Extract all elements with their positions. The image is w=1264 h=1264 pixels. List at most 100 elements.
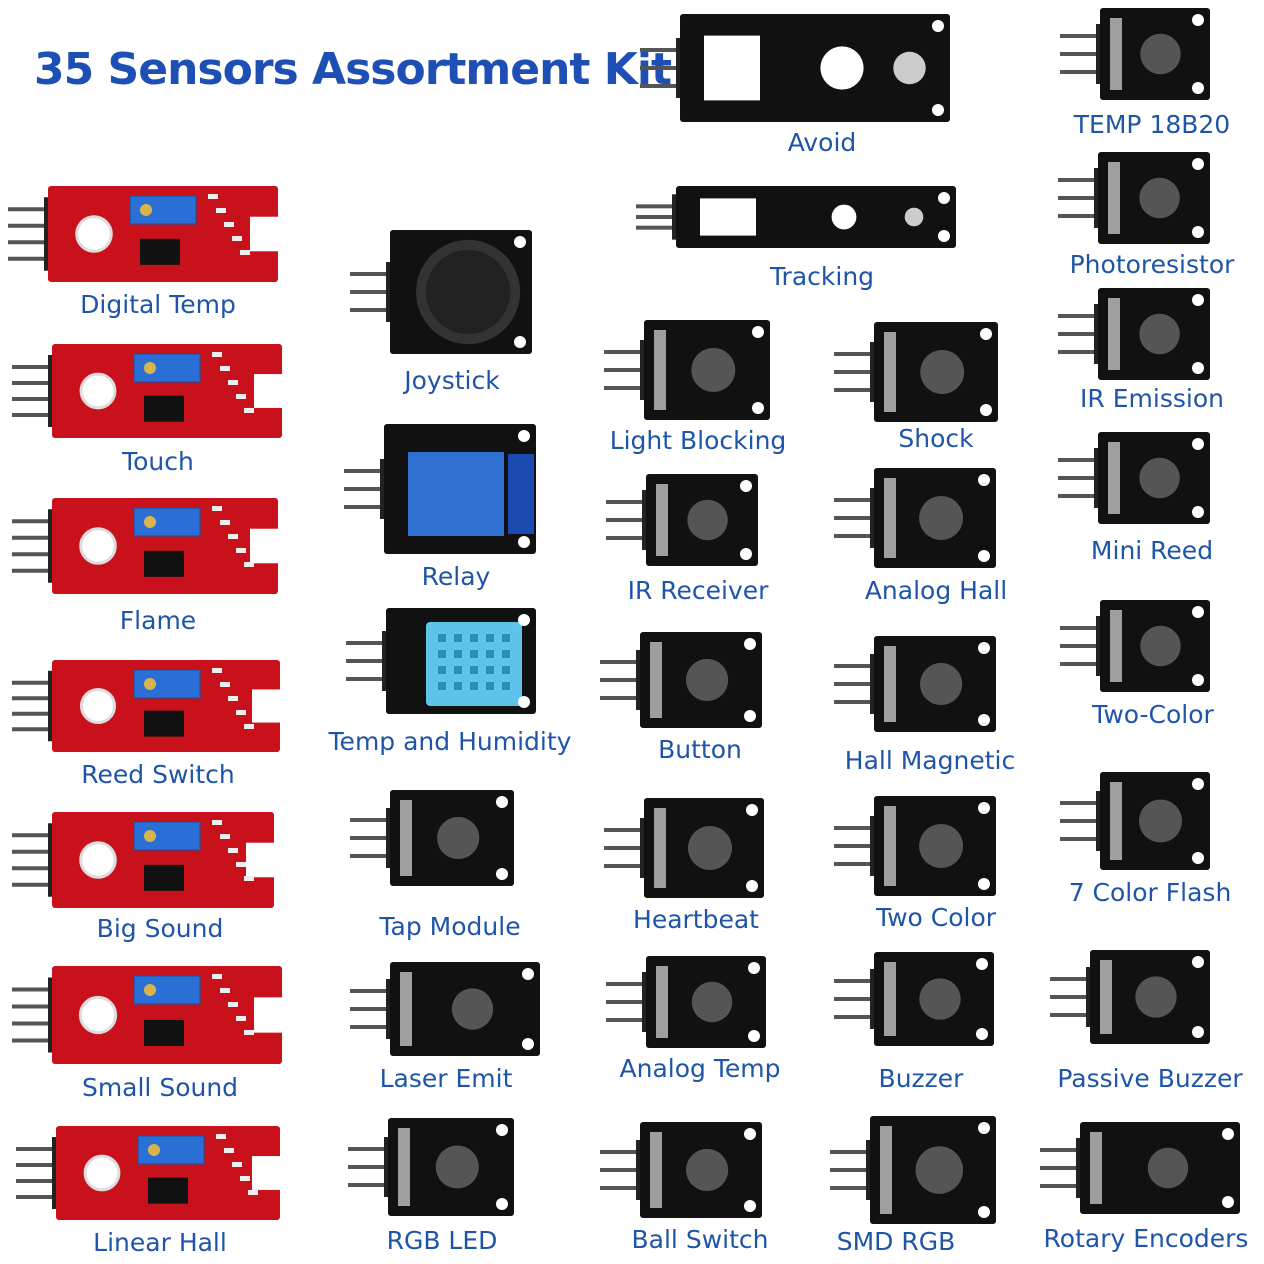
big-sound-module-image (12, 812, 274, 908)
reed-switch-module-image (12, 660, 280, 752)
mini-reed-board (1058, 432, 1210, 524)
smd-rgb-label: SMD RGB (836, 1227, 956, 1256)
shock-board (834, 322, 998, 422)
flame-board (12, 498, 278, 594)
analog-temp-label: Analog Temp (619, 1054, 781, 1083)
touch-label: Touch (122, 447, 194, 476)
temp-18b20-board (1060, 8, 1210, 100)
small-sound-label: Small Sound (81, 1073, 239, 1102)
ir-emission-module-image (1058, 288, 1210, 380)
flame-label: Flame (119, 606, 197, 635)
tap-module-board (350, 790, 514, 886)
photoresistor-board (1058, 152, 1210, 244)
button-label: Button (658, 735, 742, 764)
smd-rgb-module-image (830, 1116, 996, 1224)
touch-board (12, 344, 282, 438)
passive-buzzer-board (1050, 950, 1210, 1044)
analog-temp-board (606, 956, 766, 1048)
small-sound-module-image (12, 966, 282, 1064)
ball-switch-label: Ball Switch (631, 1225, 769, 1254)
small-sound-board (12, 966, 282, 1064)
relay-label: Relay (421, 562, 491, 591)
reed-switch-label: Reed Switch (81, 760, 235, 789)
rotary-encoders-board (1040, 1122, 1240, 1214)
rotary-encoders-module-image (1040, 1122, 1240, 1214)
laser-emit-label: Laser Emit (379, 1064, 513, 1093)
light-blocking-board (604, 320, 770, 420)
shock-module-image (834, 322, 998, 422)
7-color-flash-label: 7 Color Flash (1068, 878, 1232, 907)
laser-emit-board (350, 962, 540, 1056)
light-blocking-module-image (604, 320, 770, 420)
temp-18b20-label: TEMP 18B20 (1073, 110, 1231, 139)
two-color-board (834, 796, 996, 896)
mini-reed-label: Mini Reed (1090, 536, 1214, 565)
tracking-module-image (636, 186, 956, 248)
rotary-encoders-label: Rotary Encoders (1043, 1224, 1249, 1253)
hall-magnetic-board (834, 636, 996, 732)
joystick-label: Joystick (404, 366, 500, 395)
ir-receiver-board (606, 474, 758, 566)
photoresistor-module-image (1058, 152, 1210, 244)
photoresistor-label: Photoresistor (1069, 250, 1235, 279)
heartbeat-label: Heartbeat (633, 905, 759, 934)
temp-18b20-module-image (1060, 8, 1210, 100)
ir-emission-label: IR Emission (1080, 384, 1224, 413)
flame-module-image (12, 498, 278, 594)
passive-buzzer-label: Passive Buzzer (1057, 1064, 1243, 1093)
reed-switch-board (12, 660, 280, 752)
tap-module-label: Tap Module (379, 912, 521, 941)
ball-switch-board (600, 1122, 762, 1218)
temp-and-humidity-module-image (346, 608, 536, 714)
shock-label: Shock (898, 424, 974, 453)
analog-hall-board (834, 468, 996, 568)
joystick-board (350, 230, 532, 354)
temp-and-humidity-label: Temp and Humidity (328, 727, 572, 756)
relay-board (344, 424, 536, 554)
analog-temp-module-image (606, 956, 766, 1048)
two-color-label: Two-Color (1092, 700, 1214, 729)
mini-reed-module-image (1058, 432, 1210, 524)
hall-magnetic-module-image (834, 636, 996, 732)
analog-hall-label: Analog Hall (864, 576, 1008, 605)
touch-module-image (12, 344, 282, 438)
buzzer-label: Buzzer (878, 1064, 964, 1093)
buzzer-module-image (834, 952, 994, 1046)
two-color-module-image (1060, 600, 1210, 692)
avoid-board (640, 14, 950, 122)
ir-emission-board (1058, 288, 1210, 380)
joystick-module-image (350, 230, 532, 354)
avoid-module-image (640, 14, 950, 122)
ball-switch-module-image (600, 1122, 762, 1218)
relay-module-image (344, 424, 536, 554)
rgb-led-module-image (348, 1118, 514, 1216)
big-sound-board (12, 812, 274, 908)
linear-hall-module-image (16, 1126, 280, 1220)
7-color-flash-module-image (1060, 772, 1210, 870)
digital-temp-board (8, 186, 278, 282)
digital-temp-module-image (8, 186, 278, 282)
big-sound-label: Big Sound (96, 914, 224, 943)
linear-hall-board (16, 1126, 280, 1220)
heartbeat-board (604, 798, 764, 898)
linear-hall-label: Linear Hall (93, 1228, 227, 1257)
rgb-led-label: RGB LED (386, 1226, 498, 1255)
avoid-label: Avoid (787, 128, 857, 157)
tracking-board (636, 186, 956, 248)
light-blocking-label: Light Blocking (609, 426, 787, 455)
ir-receiver-module-image (606, 474, 758, 566)
button-board (600, 632, 762, 728)
temp-and-humidity-board (346, 608, 536, 714)
hall-magnetic-label: Hall Magnetic (844, 746, 1016, 775)
heartbeat-module-image (604, 798, 764, 898)
analog-hall-module-image (834, 468, 996, 568)
two-color-label: Two Color (875, 903, 997, 932)
tap-module-module-image (350, 790, 514, 886)
laser-emit-module-image (350, 962, 540, 1056)
buzzer-board (834, 952, 994, 1046)
digital-temp-label: Digital Temp (80, 290, 236, 319)
rgb-led-board (348, 1118, 514, 1216)
ir-receiver-label: IR Receiver (627, 576, 769, 605)
button-module-image (600, 632, 762, 728)
two-color-module-image (834, 796, 996, 896)
